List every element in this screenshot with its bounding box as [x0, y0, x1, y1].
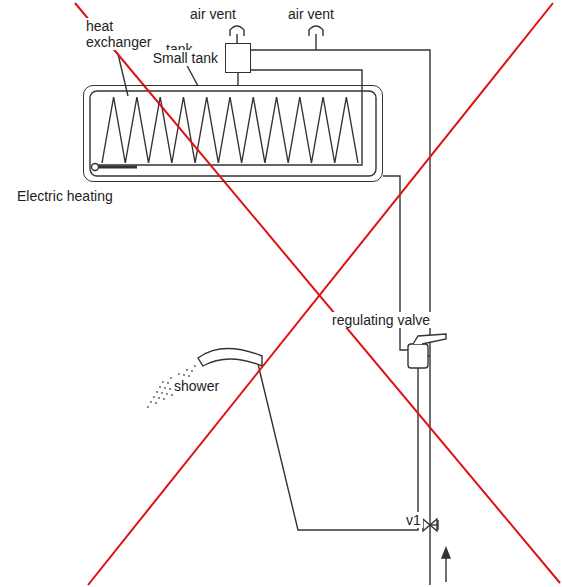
spray-drop [156, 391, 158, 393]
shower-hose [258, 364, 418, 530]
spray-drop [171, 394, 173, 396]
shower-head [198, 348, 262, 366]
spray-drop [161, 392, 163, 394]
spray-drop [150, 401, 152, 403]
heat-exchanger-coil [98, 97, 362, 165]
valve-tag: v1 [404, 512, 423, 528]
air-vent-symbol [309, 26, 323, 36]
spray-drop [191, 370, 193, 372]
spray-drop [186, 369, 188, 371]
spray-drop [155, 402, 157, 404]
heating-element [97, 166, 137, 169]
spray-drop [164, 387, 166, 389]
flow-arrow-head [442, 548, 450, 558]
cross-line [88, 3, 553, 585]
vent-pipe [236, 34, 237, 43]
spray-drop [167, 382, 169, 384]
tank-inner-wall [90, 91, 376, 176]
part-label: heat exchanger [84, 18, 162, 50]
spray-drop [159, 386, 161, 388]
valve-outlet [417, 368, 418, 374]
cross-line [75, 3, 560, 583]
stop-valve [423, 519, 437, 531]
part-label: shower [172, 378, 221, 394]
coil-return [98, 97, 362, 165]
spray-drop [188, 375, 190, 377]
part-label: air vent [286, 6, 336, 22]
valve-body [408, 344, 428, 368]
heating-element-head [92, 164, 99, 171]
spray-drop [169, 388, 171, 390]
storage-tank: tank [83, 85, 383, 182]
spray-drop [162, 381, 164, 383]
vent-pipe [315, 34, 316, 50]
spray-drop [153, 396, 155, 398]
part-label: Small tank [151, 50, 220, 66]
spray-drop [158, 397, 160, 399]
spray-drop [163, 398, 165, 400]
coil-winding [102, 97, 358, 163]
spray-drop [178, 373, 180, 375]
spray-drop [183, 374, 185, 376]
spray-drop [194, 365, 196, 367]
spray-drop [166, 393, 168, 395]
valve-stem [430, 524, 438, 525]
part-label: regulating valve [330, 312, 432, 328]
pipe [251, 70, 362, 97]
red-cross [75, 3, 560, 585]
small-tank: Small tank [225, 43, 251, 73]
spray-drop [147, 406, 149, 408]
part-label: Electric heating [15, 188, 115, 204]
part-label: air vent [188, 6, 238, 22]
valve-lever [413, 334, 446, 344]
pipe-connector [237, 73, 238, 85]
valve-stem [437, 520, 438, 530]
air-vent-symbol [230, 26, 244, 36]
